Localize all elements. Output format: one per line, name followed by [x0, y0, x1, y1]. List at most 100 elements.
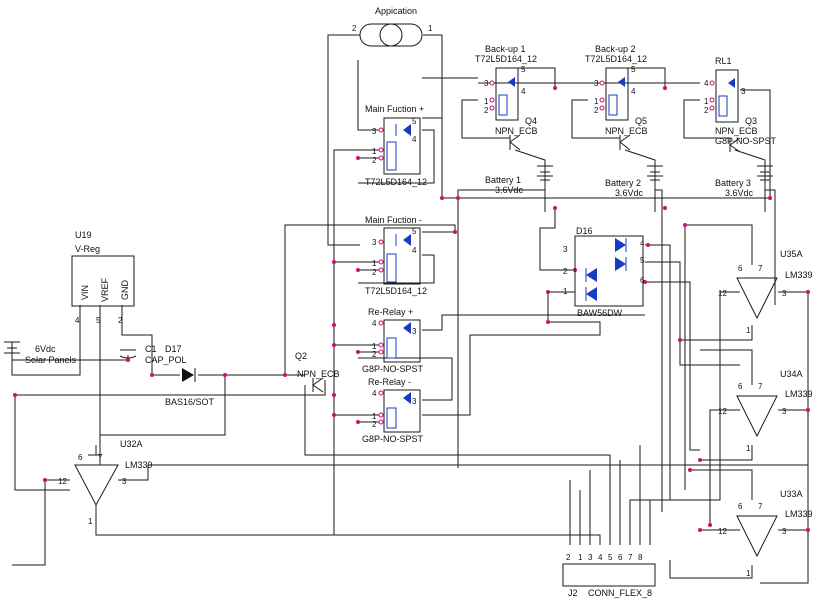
re-plus-pin-3: 3 — [412, 327, 417, 336]
battery-2-label: Battery 2 — [605, 178, 641, 188]
main-plus-pin-1: 1 — [372, 147, 377, 156]
d16-part: BAW56DW — [577, 308, 623, 318]
re-relay-minus-label: Re-Relay - — [368, 377, 411, 387]
j2-pin-6: 6 — [618, 553, 623, 562]
main-function-plus-relay[interactable]: Main Fuction + 3 1 2 5 4 T72L5D164_12 — [365, 104, 427, 187]
re-minus-pin-4: 4 — [372, 389, 377, 398]
transistor-q5[interactable]: Q5 NPN_ECB — [605, 116, 648, 151]
battery-3-voltage: 3.6Vdc — [725, 188, 754, 198]
backup-2-relay[interactable]: Back-up 2 T72L5D164_12 3 1 2 5 4 — [585, 44, 647, 121]
q2-type: NPN_ECB — [297, 369, 340, 379]
transistor-q4[interactable]: Q4 NPN_ECB — [495, 116, 538, 151]
main-plus-pin-5: 5 — [412, 117, 417, 126]
comparator-u35a[interactable]: U35A LM339 6 7 12 3 1 — [718, 249, 813, 335]
battery-1-label: Battery 1 — [485, 175, 521, 185]
main-plus-part-label: T72L5D164_12 — [365, 177, 427, 187]
u32a-pin-12: 12 — [58, 477, 67, 486]
comparator-u33a[interactable]: U33A LM339 6 7 12 3 1 — [718, 489, 813, 578]
b2-pin-1: 1 — [594, 97, 599, 106]
u35a-label: U35A — [780, 249, 803, 259]
j2-pin-1: 1 — [578, 553, 583, 562]
j2-pin-4: 4 — [598, 553, 603, 562]
u32a-part: LM339 — [125, 460, 153, 470]
j2-pin-2: 2 — [566, 553, 571, 562]
re-plus-pin-4: 4 — [372, 319, 377, 328]
u33a-pin-1: 1 — [746, 569, 751, 578]
d16-pin-6: 6 — [640, 276, 645, 285]
u34a-pin-6: 6 — [738, 382, 743, 391]
transistor-q2[interactable]: Q2 NPN_ECB — [295, 351, 340, 393]
j2-pin-3: 3 — [588, 553, 593, 562]
q4-label: Q4 — [525, 116, 537, 126]
transistor-q3[interactable]: Q3 NPN_ECB G8P-NO-SPST — [715, 116, 777, 153]
comparator-u32a[interactable]: U32A LM339 6 7 12 3 1 — [58, 439, 153, 526]
rl1-relay[interactable]: RL1 4 1 2 3 — [704, 56, 746, 123]
u34a-pin-12: 12 — [718, 407, 727, 416]
u33a-part: LM339 — [785, 509, 813, 519]
vin-label: VIN — [80, 285, 90, 300]
rl1-part: G8P-NO-SPST — [715, 136, 777, 146]
re-minus-pin-1: 1 — [372, 412, 377, 421]
b2-pin-5: 5 — [631, 65, 636, 74]
u33a-pin-7: 7 — [758, 502, 763, 511]
battery-2[interactable]: Battery 2 3.6Vdc — [605, 165, 663, 198]
re-plus-pin-2: 2 — [372, 350, 377, 359]
c1-label: C1 — [145, 344, 157, 354]
battery-3[interactable]: Battery 3 3.6Vdc — [715, 165, 773, 198]
diode-d17[interactable]: D17 BAS16/SOT — [165, 344, 215, 407]
re-plus-pin-1: 1 — [372, 342, 377, 351]
re-minus-pin-2: 2 — [372, 420, 377, 429]
u19-pin-4: 4 — [75, 316, 80, 325]
u33a-pin-12: 12 — [718, 527, 727, 536]
solar-voltage: 6Vdc — [35, 344, 56, 354]
voltage-regulator-u19[interactable]: U19 V-Reg VIN VREF GND 4 5 2 — [71, 230, 135, 325]
diode-array-d16[interactable]: D16 3 2 1 4 5 6 BAW56DW — [563, 226, 645, 318]
u19-label: U19 — [75, 230, 92, 240]
d16-pin-5: 5 — [640, 256, 645, 265]
backup-1-relay[interactable]: Back-up 1 T72L5D164_12 3 1 2 5 4 — [475, 44, 537, 121]
b2-pin-2: 2 — [594, 106, 599, 115]
solar-panel-source[interactable]: 6Vdc Solar Panels — [4, 341, 77, 365]
q2-label: Q2 — [295, 351, 307, 361]
j2-part: CONN_FLEX_8 — [588, 588, 652, 598]
main-function-minus-relay[interactable]: Main Fuction - 3 1 2 5 4 T72L5D164_12 — [365, 215, 427, 296]
u32a-label: U32A — [120, 439, 143, 449]
u35a-pin-12: 12 — [718, 289, 727, 298]
application-motor[interactable]: Appication 2 1 — [352, 6, 433, 47]
q3-type: NPN_ECB — [715, 126, 758, 136]
capacitor-c1[interactable]: C1 CAP_POL — [119, 344, 187, 365]
b1-pin-4: 4 — [521, 87, 526, 96]
d16-pin-4: 4 — [640, 239, 645, 248]
battery-1[interactable]: Battery 1 3.6Vdc — [485, 165, 553, 195]
j2-pin-5: 5 — [608, 553, 613, 562]
rl1-pin-1: 1 — [704, 97, 709, 106]
backup-1-part: T72L5D164_12 — [475, 54, 537, 64]
main-plus-pin-3: 3 — [372, 127, 377, 136]
q5-label: Q5 — [635, 116, 647, 126]
q4-type: NPN_ECB — [495, 126, 538, 136]
j2-label: J2 — [568, 588, 578, 598]
connector-j2[interactable]: 2 1 3 4 5 6 7 8 J2 CONN_FLEX_8 — [562, 553, 656, 598]
u33a-label: U33A — [780, 489, 803, 499]
main-minus-pin-3: 3 — [372, 238, 377, 247]
comparator-u34a[interactable]: U34A LM339 6 7 12 3 1 — [718, 369, 813, 453]
main-minus-part-label: T72L5D164_12 — [365, 286, 427, 296]
u34a-part: LM339 — [785, 389, 813, 399]
b2-pin-3: 3 — [594, 79, 599, 88]
q5-type: NPN_ECB — [605, 126, 648, 136]
b2-pin-4: 4 — [631, 87, 636, 96]
battery-3-label: Battery 3 — [715, 178, 751, 188]
backup-2-label: Back-up 2 — [595, 44, 636, 54]
re-relay-minus[interactable]: Re-Relay - 4 1 2 3 G8P-NO-SPST — [362, 377, 424, 444]
u32a-pin-7: 7 — [98, 453, 103, 462]
d16-pin-3: 3 — [563, 245, 568, 254]
u34a-pin-7: 7 — [758, 382, 763, 391]
application-label: Appication — [375, 6, 417, 16]
d16-pin-1: 1 — [563, 287, 568, 296]
u35a-pin-6: 6 — [738, 264, 743, 273]
solar-panels-label: Solar Panels — [25, 355, 77, 365]
re-relay-plus-label: Re-Relay + — [368, 307, 413, 317]
re-relay-plus[interactable]: Re-Relay + 4 1 2 3 G8P-NO-SPST — [362, 307, 424, 374]
main-minus-pin-4: 4 — [412, 246, 417, 255]
